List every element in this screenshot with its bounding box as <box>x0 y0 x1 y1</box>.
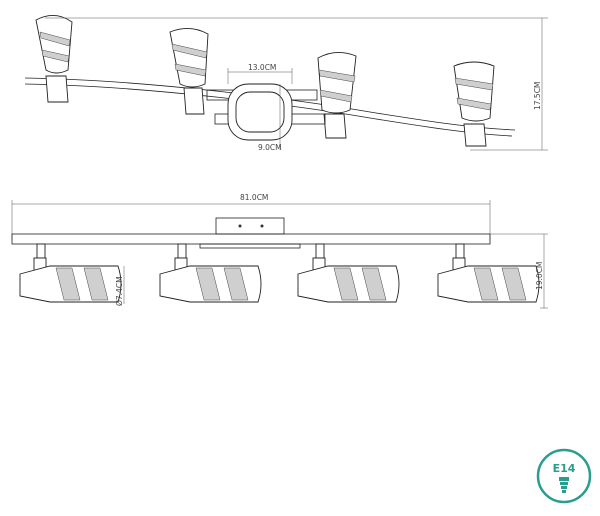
spot-top-2 <box>169 28 209 115</box>
top-view: 13.0CM 9.0CM 17.5CM <box>24 15 548 152</box>
dim-top-height: 17.5CM <box>533 82 542 110</box>
e14-badge: E14 <box>536 448 592 504</box>
spot-top-1 <box>35 15 73 103</box>
spot-side-2 <box>159 243 262 303</box>
bulb-icon <box>559 477 569 493</box>
canopy-top <box>206 83 326 141</box>
spot-top-3 <box>317 52 357 139</box>
spot-side-3 <box>297 243 400 303</box>
dim-shade-diameter: Ø7.4CM <box>115 276 124 306</box>
spot-top-4 <box>453 61 495 147</box>
dim-canopy-width: 13.0CM <box>248 63 276 72</box>
spot-side-4 <box>437 243 540 303</box>
side-view: 81.0CM <box>11 193 548 309</box>
dim-total-length: 81.0CM <box>240 193 268 202</box>
badge-label: E14 <box>553 462 576 475</box>
dim-side-height: 19.0CM <box>535 262 544 290</box>
spot-side-1 <box>19 243 122 303</box>
dim-canopy-depth: 9.0CM <box>258 143 282 152</box>
